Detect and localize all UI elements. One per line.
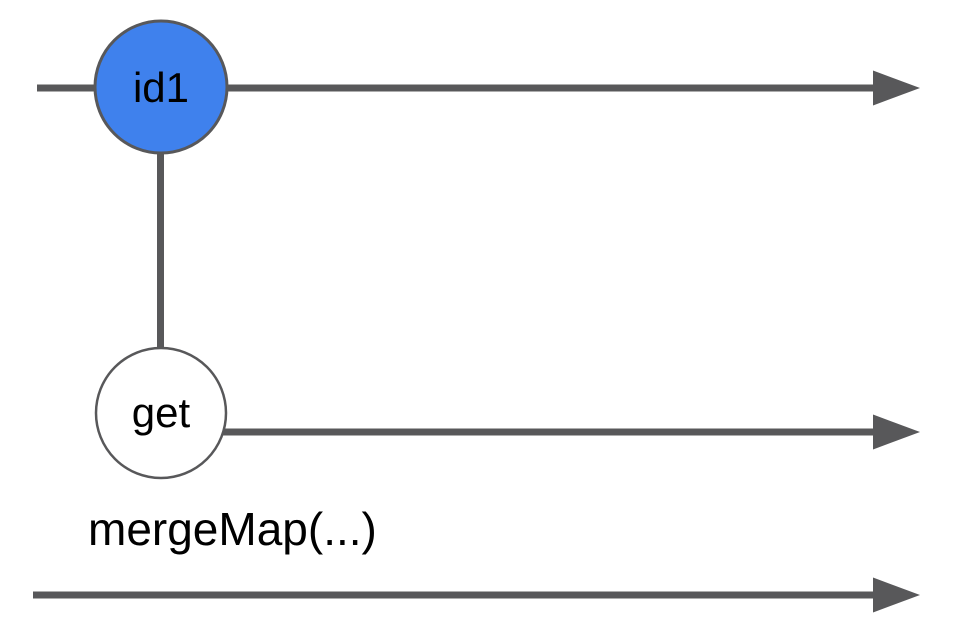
inner-timeline-arrowhead-icon [873,414,920,450]
inner-event-label: get [132,389,191,436]
operator-label: mergeMap(...) [88,503,377,555]
output-timeline-arrowhead-icon [873,577,920,613]
source-event-marble [93,19,229,155]
inner-event-marble [94,346,228,480]
source-event-label: id1 [133,64,189,111]
source-timeline-arrowhead-icon [873,70,920,106]
